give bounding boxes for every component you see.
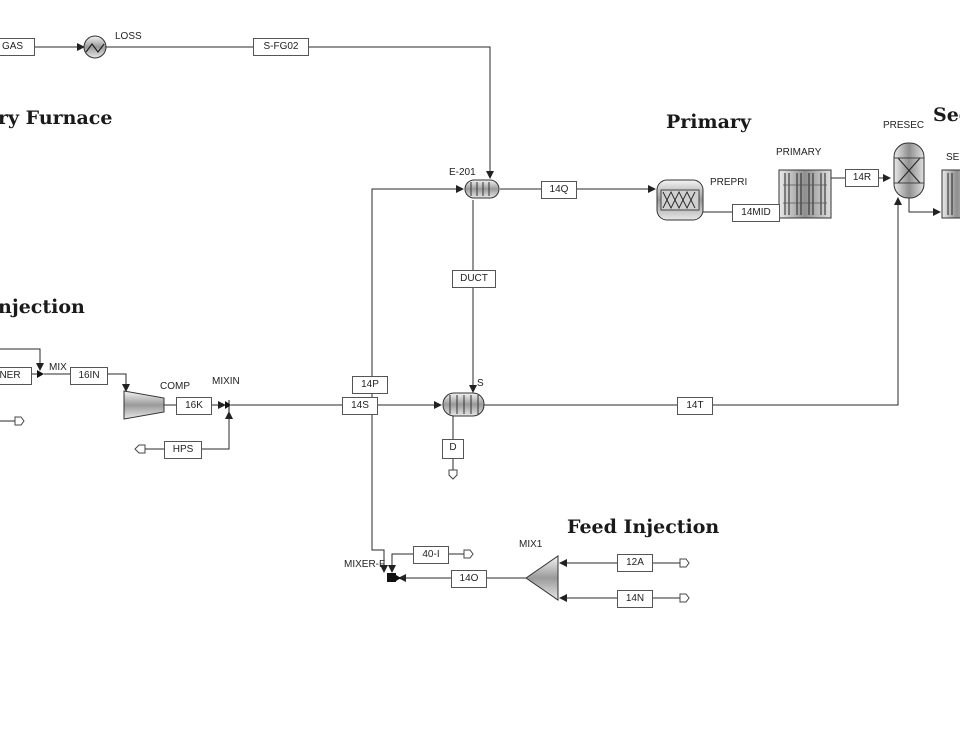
block-label-mix1: MIX1 [519,539,543,550]
block-label-secondary: SE [946,152,960,163]
stream-40i[interactable]: 40-I [413,546,449,564]
section-title-primary: Primary [666,111,751,133]
block-label-prepri: PREPRI [710,177,748,188]
line-14s-mixer [371,405,388,573]
section-title-secondary: Sec [933,104,960,126]
stream-14mid[interactable]: 14MID [732,204,780,222]
stream-arrow-icon [679,593,690,603]
block-label-comp: COMP [160,381,190,392]
stream-14s[interactable]: 14S [342,397,378,415]
block-label-loss: LOSS [115,31,142,42]
compressor-icon[interactable] [123,390,165,420]
stream-arrow-icon [134,444,146,454]
line-presec-sec [908,196,941,216]
heat-exchanger-icon[interactable] [464,179,500,199]
stream-gas[interactable]: GAS [0,38,35,56]
stream-16in[interactable]: 16IN [70,367,108,385]
stream-14q[interactable]: 14Q [541,181,577,199]
section-title-furnace: ry Furnace [0,107,113,129]
mixer-icon[interactable] [525,555,559,601]
stream-14r[interactable]: 14R [845,169,879,187]
stream-16k[interactable]: 16K [176,397,212,415]
mixer-icon[interactable] [225,400,231,412]
line-ner-mix [0,348,44,371]
block-label-mixin: MIXIN [212,376,240,387]
section-title-feed-injection: Feed Injection [567,516,720,538]
stream-14o[interactable]: 14O [451,570,487,588]
block-label-presec: PRESEC [883,120,925,131]
heat-exchanger-icon[interactable] [442,392,485,417]
mixer-icon[interactable] [387,573,401,582]
reactor-icon[interactable] [893,142,925,199]
mixer-icon[interactable] [37,370,44,378]
stream-12a[interactable]: 12A [617,554,653,572]
stream-hps[interactable]: HPS [164,441,202,459]
block-label-mix: MIX [49,362,67,373]
reactor-icon[interactable] [778,169,832,219]
section-title-injection: njection [0,296,85,318]
line-loss-e201 [106,46,494,179]
stream-arrow-icon [448,469,458,480]
block-label-mixer: MIXER-F [344,559,386,570]
stream-ner[interactable]: NER [0,367,32,385]
stream-arrow-icon [679,558,690,568]
stream-14n[interactable]: 14N [617,590,653,608]
stream-arrow-icon [463,549,474,559]
line-s-presec [484,197,902,406]
stream-d[interactable]: D [442,439,464,459]
reactor-icon[interactable] [941,169,960,219]
line-14p-e201 [371,185,464,405]
heater-icon[interactable] [83,35,107,59]
block-label-s: S [477,378,484,389]
stream-14p[interactable]: 14P [352,376,388,394]
stream-arrow-icon [14,416,25,426]
block-label-primary: PRIMARY [776,147,822,158]
stream-sfg02[interactable]: S-FG02 [253,38,309,56]
stream-duct[interactable]: DUCT [452,270,496,288]
block-label-e201: E-201 [449,167,476,178]
reactor-icon[interactable] [656,179,704,221]
stream-14t[interactable]: 14T [677,397,713,415]
